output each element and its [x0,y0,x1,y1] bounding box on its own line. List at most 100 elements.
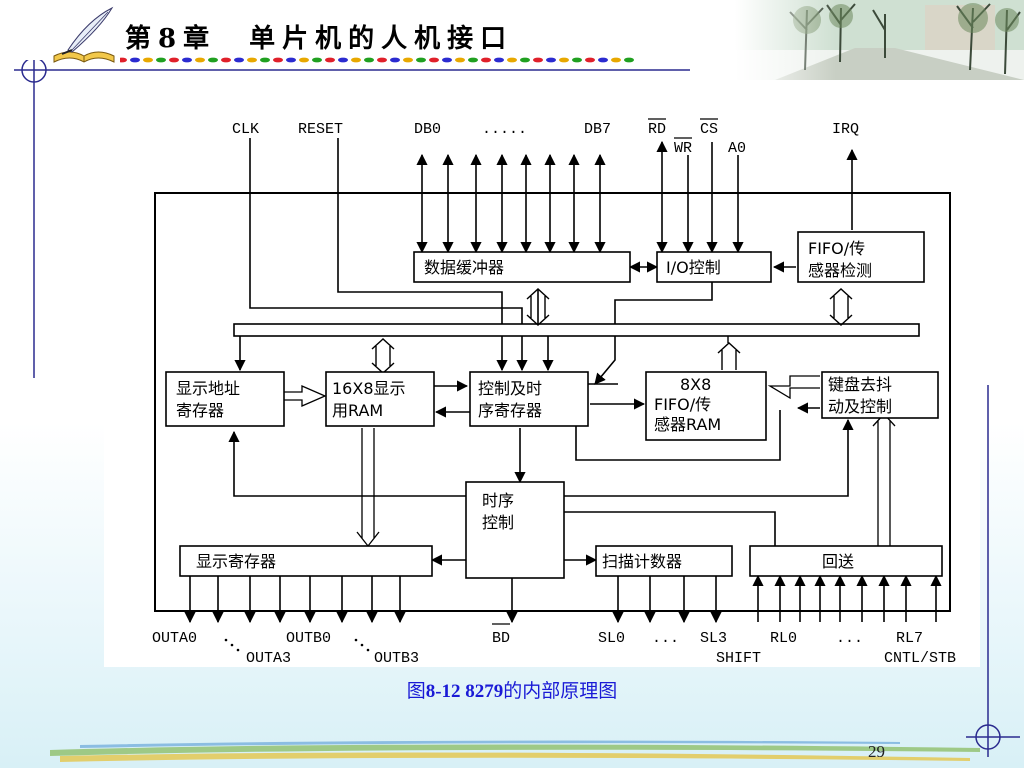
rule-dot [286,57,296,63]
page-title: 第8章 单片机的人机接口 [125,24,514,54]
block-display-reg [179,545,433,577]
rule-dot [559,57,569,63]
rule-dot [312,57,322,63]
rule-dot [468,57,478,63]
rule-dot [403,57,413,63]
pin-outb3: OUTB3 [374,650,419,667]
rule-dot [520,57,530,63]
pin-dots-top: ..... [482,121,527,138]
label-ram-1: 16X8显示 [332,379,406,398]
rule-dot [455,57,465,63]
rule-dot [429,57,439,63]
rule-dot [195,57,205,63]
label-display-reg: 显示寄存器 [196,552,276,571]
label-timing-2: 控制 [482,513,514,532]
pin-db7: DB7 [584,121,611,138]
page-number: 29 [868,742,885,761]
rule-dot [299,57,309,63]
pin-outa0: OUTA0 [152,630,197,647]
pin-cntl: CNTL/STB [884,650,956,667]
rule-dot [234,57,244,63]
footer-brush [50,740,980,762]
block-data-buffer [413,251,631,283]
rule-dot [156,57,166,63]
label-keyboard-2: 动及控制 [828,397,892,416]
block-timing-control [465,481,565,579]
pin-a0: A0 [728,140,746,157]
label-keyboard-1: 键盘去抖 [828,375,892,394]
rule-dot [221,57,231,63]
block-ctrl-timing-reg [469,371,589,427]
rule-dot [416,57,426,63]
dots-between-outputs [224,638,370,652]
pin-cs: CS [700,121,718,138]
rule-dot [325,57,335,63]
rule-dot [273,57,283,63]
block-io-control [656,251,772,283]
pin-sl3: SL3 [700,630,727,647]
rule-dot [598,57,608,63]
rule-dot [208,57,218,63]
label-fifo-ram-1: 8X8 [680,375,711,394]
rule-dot [169,57,179,63]
rule-dot [546,57,556,63]
rule-dot [182,57,192,63]
label-display-addr-1: 显示地址 [176,379,240,398]
caption-number: 8-12 8279 [425,681,504,702]
label-timing-1: 时序 [482,491,514,510]
pin-outb0: OUTB0 [286,630,331,647]
pin-irq: IRQ [832,121,859,138]
block-return [749,545,943,577]
pin-outa3: OUTA3 [246,650,291,667]
label-ctrl-reg-1: 控制及时 [478,379,542,398]
pin-rd: RD [648,121,666,138]
rule-dot [351,57,361,63]
block-ram-16x8 [325,371,435,427]
rule-dot [494,57,504,63]
block-fifo-ram [645,371,767,441]
header-rule [14,60,690,378]
rule-dot [143,57,153,63]
pin-sl0: SL0 [598,630,625,647]
rule-dot [338,57,348,63]
pin-reset: RESET [298,121,343,138]
rule-dot [120,57,127,63]
label-return: 回送 [822,552,854,571]
pin-dots-rl: ... [836,630,863,647]
block-scan-counter [595,545,733,577]
label-fifo-ram-3: 感器RAM [654,415,721,434]
rule-dot [364,57,374,63]
rule-dot [390,57,400,63]
label-fifo-detect-1: FIFO/传 [808,239,865,258]
pin-rl0: RL0 [770,630,797,647]
block-fifo-detect [797,231,925,283]
figure-caption: 图8-12 8279的内部原理图 [0,676,1024,703]
right-rule [966,385,1020,757]
label-io-control: I/O控制 [666,258,721,277]
pin-db0: DB0 [414,121,441,138]
label-ram-2: 用RAM [332,401,383,420]
rule-dot [247,57,257,63]
pin-clk: CLK [232,121,259,138]
rule-dot [260,57,270,63]
pin-dots-sl: ... [652,630,679,647]
label-fifo-detect-2: 感器检测 [808,261,872,280]
quill-and-book-icon [53,6,115,63]
rule-dot [507,57,517,63]
winter-street-photo [735,0,1024,80]
label-data-buffer: 数据缓冲器 [424,258,504,277]
rule-dot [130,57,140,63]
rule-dot [377,57,387,63]
pin-shift: SHIFT [716,650,761,667]
block-display-addr-reg [165,371,285,427]
title-dotted-rule [120,57,634,63]
rule-dot [585,57,595,63]
label-scan-counter: 扫描计数器 [602,552,682,571]
rule-dot [442,57,452,63]
rule-dot [533,57,543,63]
pin-wr: WR [674,140,692,157]
rule-dot [611,57,621,63]
label-ctrl-reg-2: 序寄存器 [478,401,542,420]
caption-suffix: 的内部原理图 [503,680,618,702]
